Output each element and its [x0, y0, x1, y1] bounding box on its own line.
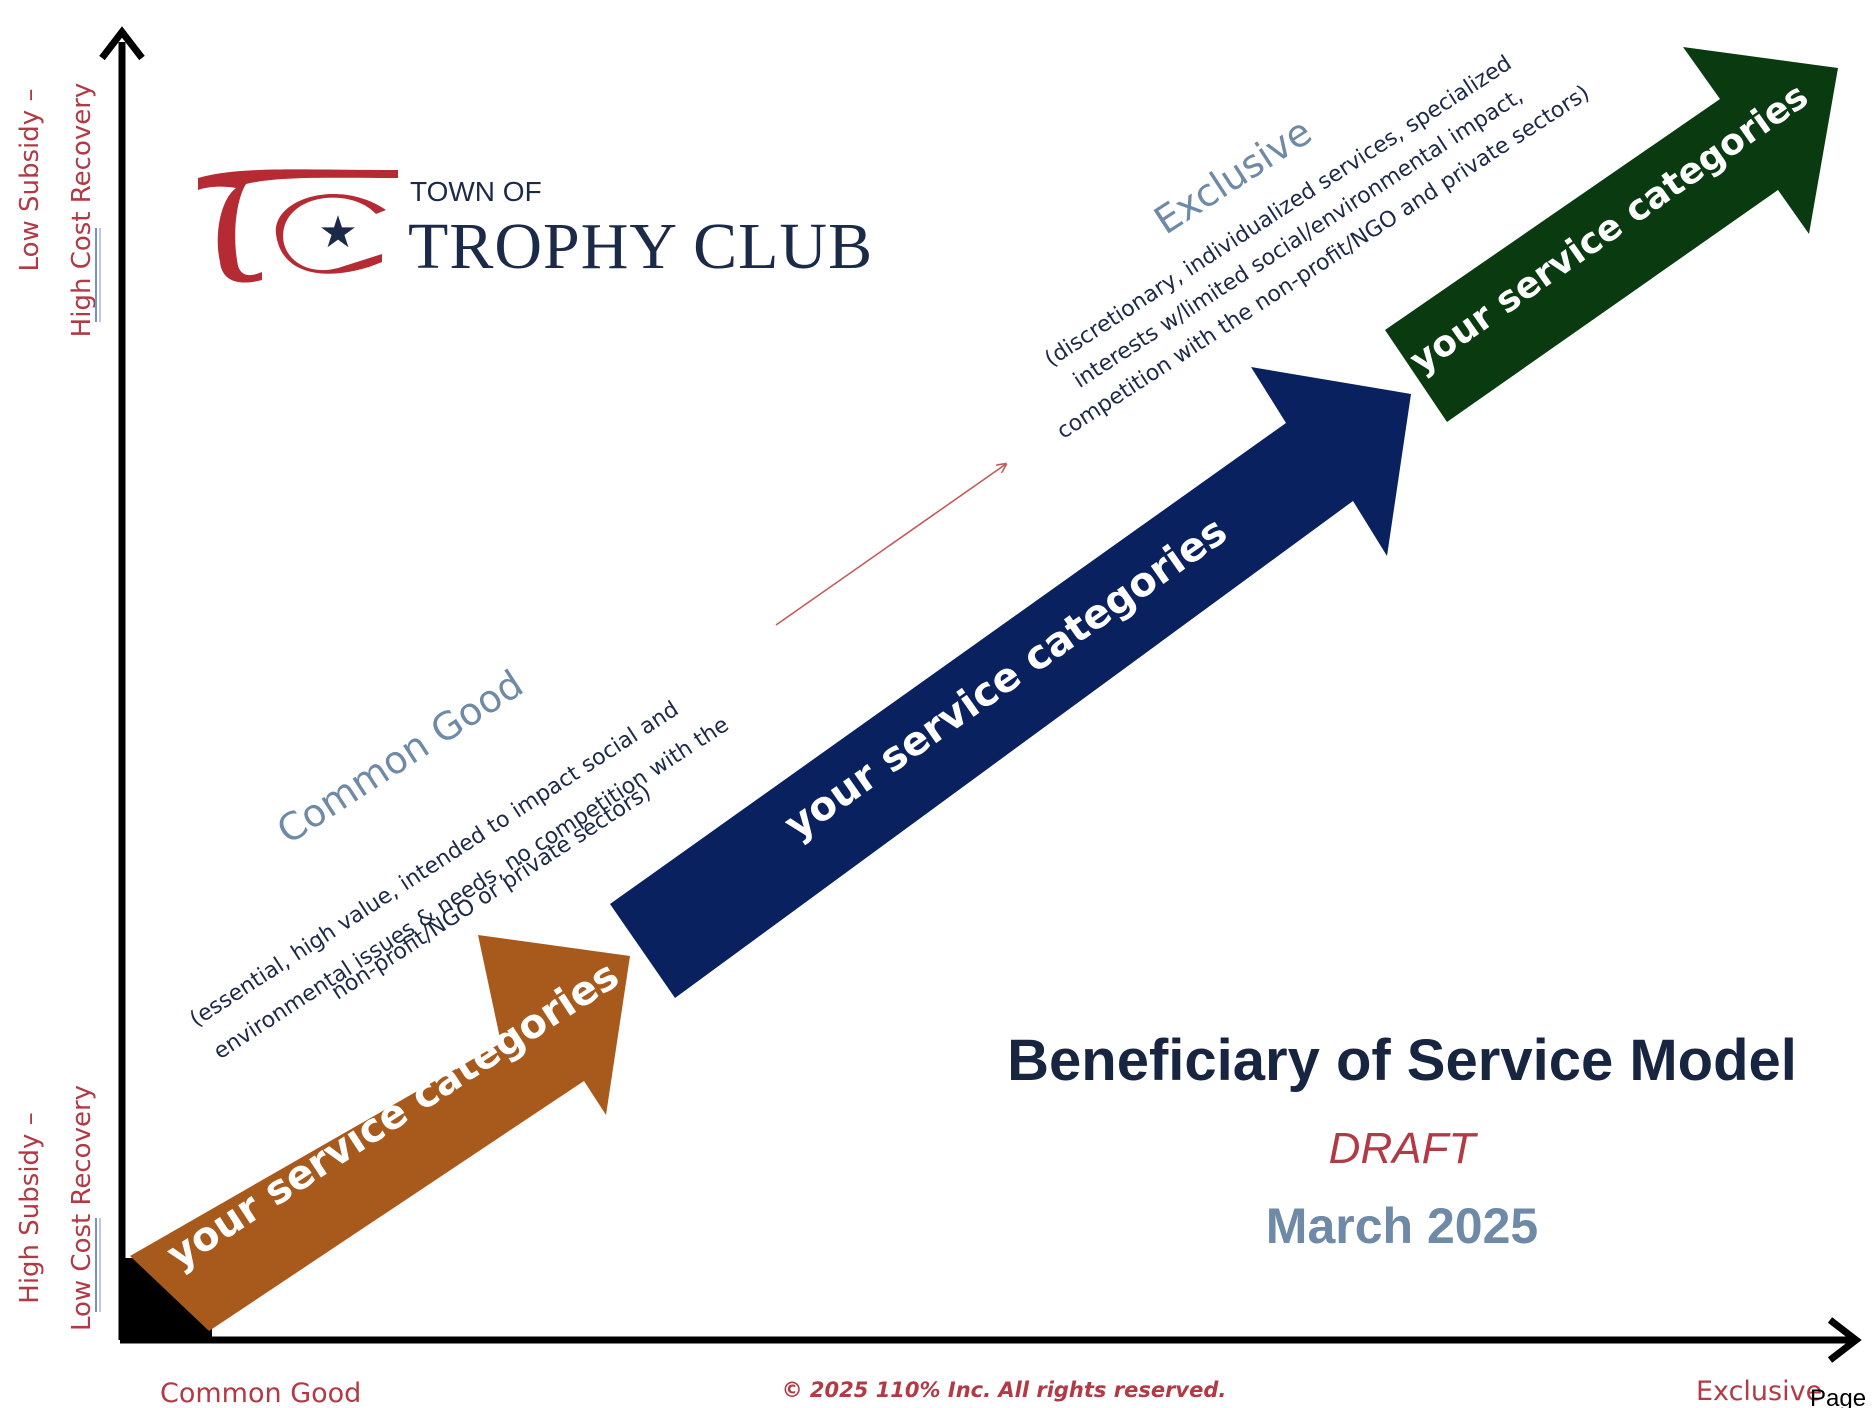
- arrow-navy-label: your service categories: [776, 508, 1235, 849]
- x-axis-right-label: Exclusive: [1696, 1376, 1822, 1407]
- page-label: Page: [1810, 1385, 1866, 1408]
- town-logo: ★ TOWN OF TROPHY CLUB: [198, 169, 873, 283]
- logo-trophy-club: TROPHY CLUB: [408, 210, 873, 283]
- y-axis-bottom-line1: High Subsidy –: [15, 1112, 45, 1303]
- copyright-notice: © 2025 110% Inc. All rights reserved.: [782, 1378, 1227, 1402]
- x-axis-left-label: Common Good: [160, 1378, 361, 1408]
- date-label: March 2025: [1266, 1198, 1538, 1254]
- common-good-block: Common Good (essential, high value, inte…: [186, 661, 734, 1064]
- arrow-navy-shape: [610, 367, 1411, 998]
- star-icon: ★: [318, 207, 357, 258]
- y-axis-bottom-line2: Low Cost Recovery: [67, 1085, 97, 1331]
- x-axis-arrowhead: [1827, 1317, 1862, 1363]
- arrow-common-good: your service categories: [130, 935, 630, 1331]
- logo-town-of: TOWN OF: [410, 176, 542, 207]
- arrow-middle: your service categories: [610, 367, 1411, 998]
- y-axis-arrowhead: [99, 26, 145, 61]
- main-title: Beneficiary of Service Model: [1007, 1028, 1797, 1093]
- y-axis-bottom-label: High Subsidy – Low Cost Recovery: [15, 1085, 101, 1331]
- y-axis-top-line2: High Cost Recovery: [67, 83, 97, 338]
- exclusive-title: Exclusive: [1146, 109, 1319, 243]
- draft-label: DRAFT: [1329, 1124, 1479, 1173]
- y-axis-top-label: Low Subsidy – High Cost Recovery: [15, 83, 101, 338]
- logo-mark-swoosh: [198, 169, 398, 283]
- y-axis-top-line1: Low Subsidy –: [15, 89, 45, 272]
- arrow-brown-shape: [130, 935, 630, 1331]
- connector-arrow: [775, 464, 1006, 626]
- arrow-green-shape: [1385, 47, 1838, 422]
- title-block: Beneficiary of Service Model DRAFT March…: [1007, 1028, 1797, 1254]
